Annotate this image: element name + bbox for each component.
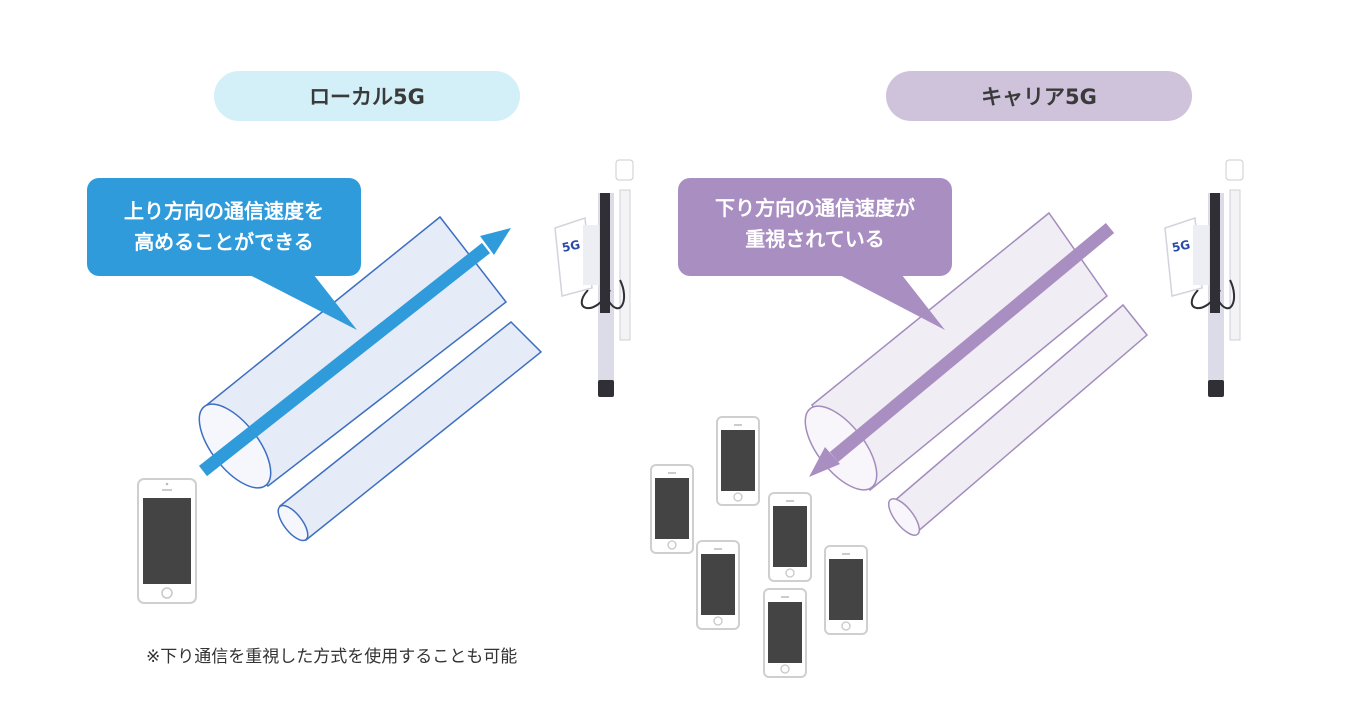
uplink-arrow-icon: [198, 228, 511, 477]
downlink-arrow-icon: [809, 222, 1115, 477]
local-speech-bubble: [87, 178, 361, 330]
smartphone-icon: [824, 545, 868, 635]
local-5g-title: ローカル5G: [214, 71, 520, 121]
antenna-5g-label: 5G: [1171, 237, 1192, 254]
smartphone-icon: [768, 492, 812, 582]
antenna-pole-icon: [554, 159, 634, 397]
antenna-5g-label: 5G: [561, 237, 582, 254]
smartphone-icon: [763, 588, 807, 678]
carrier-bubble-text: 下り方向の通信速度が 重視されている: [678, 193, 952, 255]
smartphone-icon: [716, 416, 760, 506]
antenna-pole-icon: [1164, 159, 1244, 397]
carrier-bubble-line-1: 下り方向の通信速度が: [715, 196, 915, 220]
local-bubble-line-1: 上り方向の通信速度を: [124, 199, 324, 223]
local-bubble-line-2: 高めることができる: [134, 230, 314, 254]
smartphone-icon: [137, 478, 197, 604]
carrier-speech-bubble: [678, 178, 952, 330]
smartphone-icon: [696, 540, 740, 630]
footnote: ※下り通信を重視した方式を使用することも可能: [146, 647, 518, 667]
smartphone-icon: [650, 464, 694, 554]
carrier-5g-title: キャリア5G: [886, 71, 1192, 121]
local-bubble-text: 上り方向の通信速度を 高めることができる: [87, 196, 361, 258]
carrier-bubble-line-2: 重視されている: [745, 227, 885, 251]
